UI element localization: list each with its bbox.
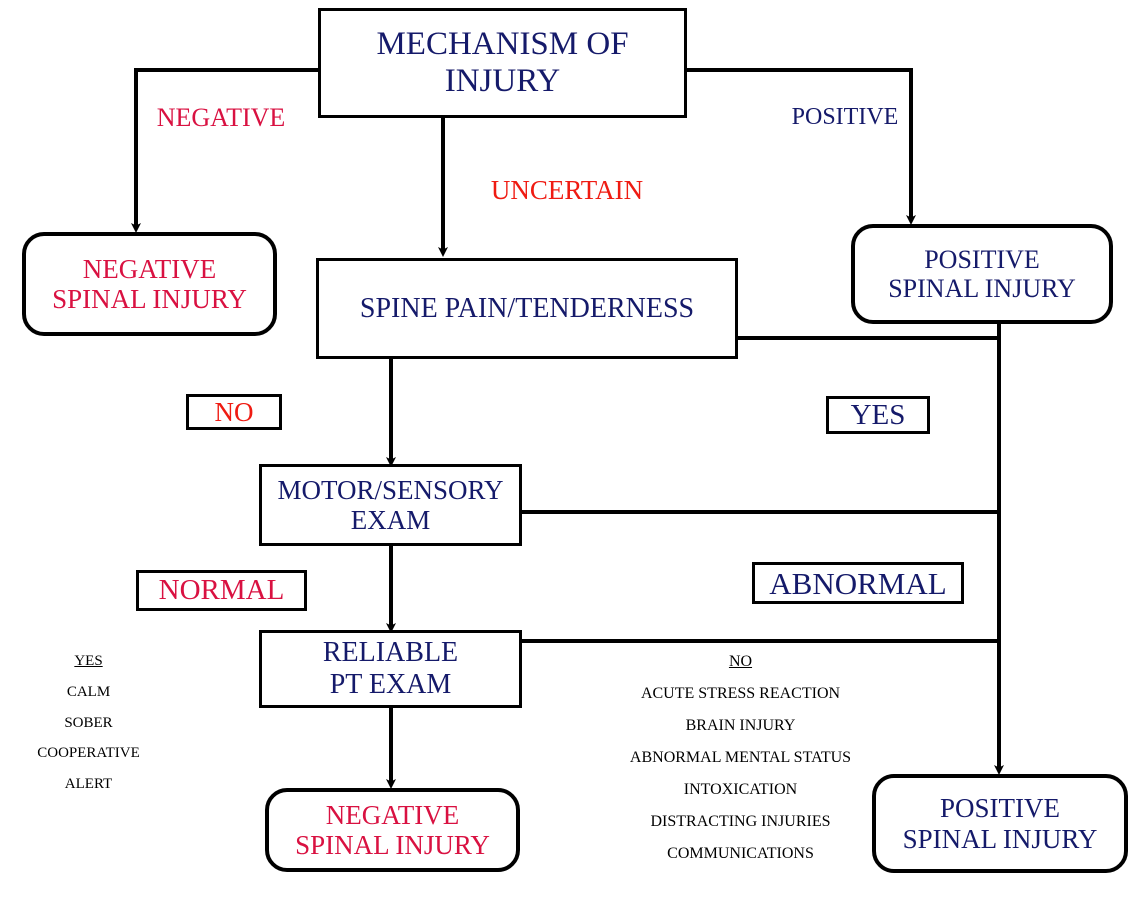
label-abnormal-tag[interactable]: ABNORMAL: [752, 562, 964, 604]
node-reliable-pt-exam[interactable]: RELIABLE PT EXAM: [259, 630, 522, 708]
criteria-no-item-1: BRAIN INJURY: [685, 717, 796, 734]
node-mechanism-line1: MECHANISM OF: [376, 25, 629, 62]
node-neg-top-line2: SPINAL INJURY: [52, 284, 247, 314]
label-no-tag[interactable]: NO: [186, 394, 282, 430]
criteria-no-item-4: DISTRACTING INJURIES: [650, 813, 831, 830]
criteria-no-item-2: ABNORMAL MENTAL STATUS: [629, 749, 852, 766]
label-positive: POSITIVE: [791, 104, 899, 130]
criteria-yes-item-0: CALM: [66, 683, 111, 700]
node-motor-sensory-exam[interactable]: MOTOR/SENSORY EXAM: [259, 464, 522, 546]
node-mechanism-of-injury[interactable]: MECHANISM OF INJURY: [318, 8, 687, 118]
node-negative-spinal-injury-top[interactable]: NEGATIVE SPINAL INJURY: [22, 232, 277, 336]
label-normal-tag[interactable]: NORMAL: [136, 570, 307, 611]
label-normal-text: NORMAL: [158, 574, 285, 607]
label-no-text: NO: [214, 396, 254, 427]
label-uncertain: UNCERTAIN: [490, 175, 644, 205]
criteria-list-no: NO ACUTE STRESS REACTION BRAIN INJURY AB…: [573, 646, 908, 870]
node-neg-bottom-line1: NEGATIVE: [325, 799, 460, 830]
label-yes-text: YES: [850, 398, 906, 431]
criteria-no-item-5: COMMUNICATIONS: [667, 845, 814, 862]
criteria-yes-item-2: COOPERATIVE: [37, 745, 140, 762]
criteria-no-heading: NO: [728, 653, 753, 670]
node-pos-top-line1: POSITIVE: [924, 244, 1040, 274]
criteria-yes-item-1: SOBER: [64, 714, 113, 731]
node-neg-top-line1: NEGATIVE: [82, 253, 217, 284]
node-neg-bottom-line2: SPINAL INJURY: [295, 830, 490, 860]
node-spine-pain-tenderness[interactable]: SPINE PAIN/TENDERNESS: [316, 258, 738, 359]
label-negative: NEGATIVE: [156, 103, 286, 132]
label-yes-tag[interactable]: YES: [826, 396, 930, 434]
node-motor-line1: MOTOR/SENSORY: [277, 474, 504, 505]
edge-positive: [687, 68, 916, 225]
node-motor-line2: EXAM: [350, 505, 431, 535]
node-spine-pain-label: SPINE PAIN/TENDERNESS: [359, 292, 695, 324]
node-pos-top-line2: SPINAL INJURY: [888, 274, 1076, 303]
node-reliable-line2: PT EXAM: [329, 669, 452, 700]
node-pos-bottom-line1: POSITIVE: [940, 793, 1060, 823]
node-pos-bottom-line2: SPINAL INJURY: [902, 823, 1098, 854]
criteria-no-item-0: ACUTE STRESS REACTION: [640, 685, 841, 702]
criteria-no-item-3: INTOXICATION: [683, 781, 798, 798]
node-negative-spinal-injury-bottom[interactable]: NEGATIVE SPINAL INJURY: [265, 788, 520, 872]
node-positive-spinal-injury-bottom[interactable]: POSITIVE SPINAL INJURY: [872, 774, 1128, 873]
criteria-yes-item-3: ALERT: [64, 776, 113, 792]
node-positive-spinal-injury-top[interactable]: POSITIVE SPINAL INJURY: [851, 224, 1113, 324]
edge-negative: [131, 68, 318, 233]
criteria-list-yes: YES CALM SOBER COOPERATIVE ALERT: [6, 646, 171, 800]
criteria-yes-heading: YES: [74, 653, 103, 669]
node-mechanism-line2: INJURY: [444, 63, 561, 99]
label-abnormal-text: ABNORMAL: [769, 565, 947, 601]
node-reliable-line1: RELIABLE: [322, 637, 459, 669]
